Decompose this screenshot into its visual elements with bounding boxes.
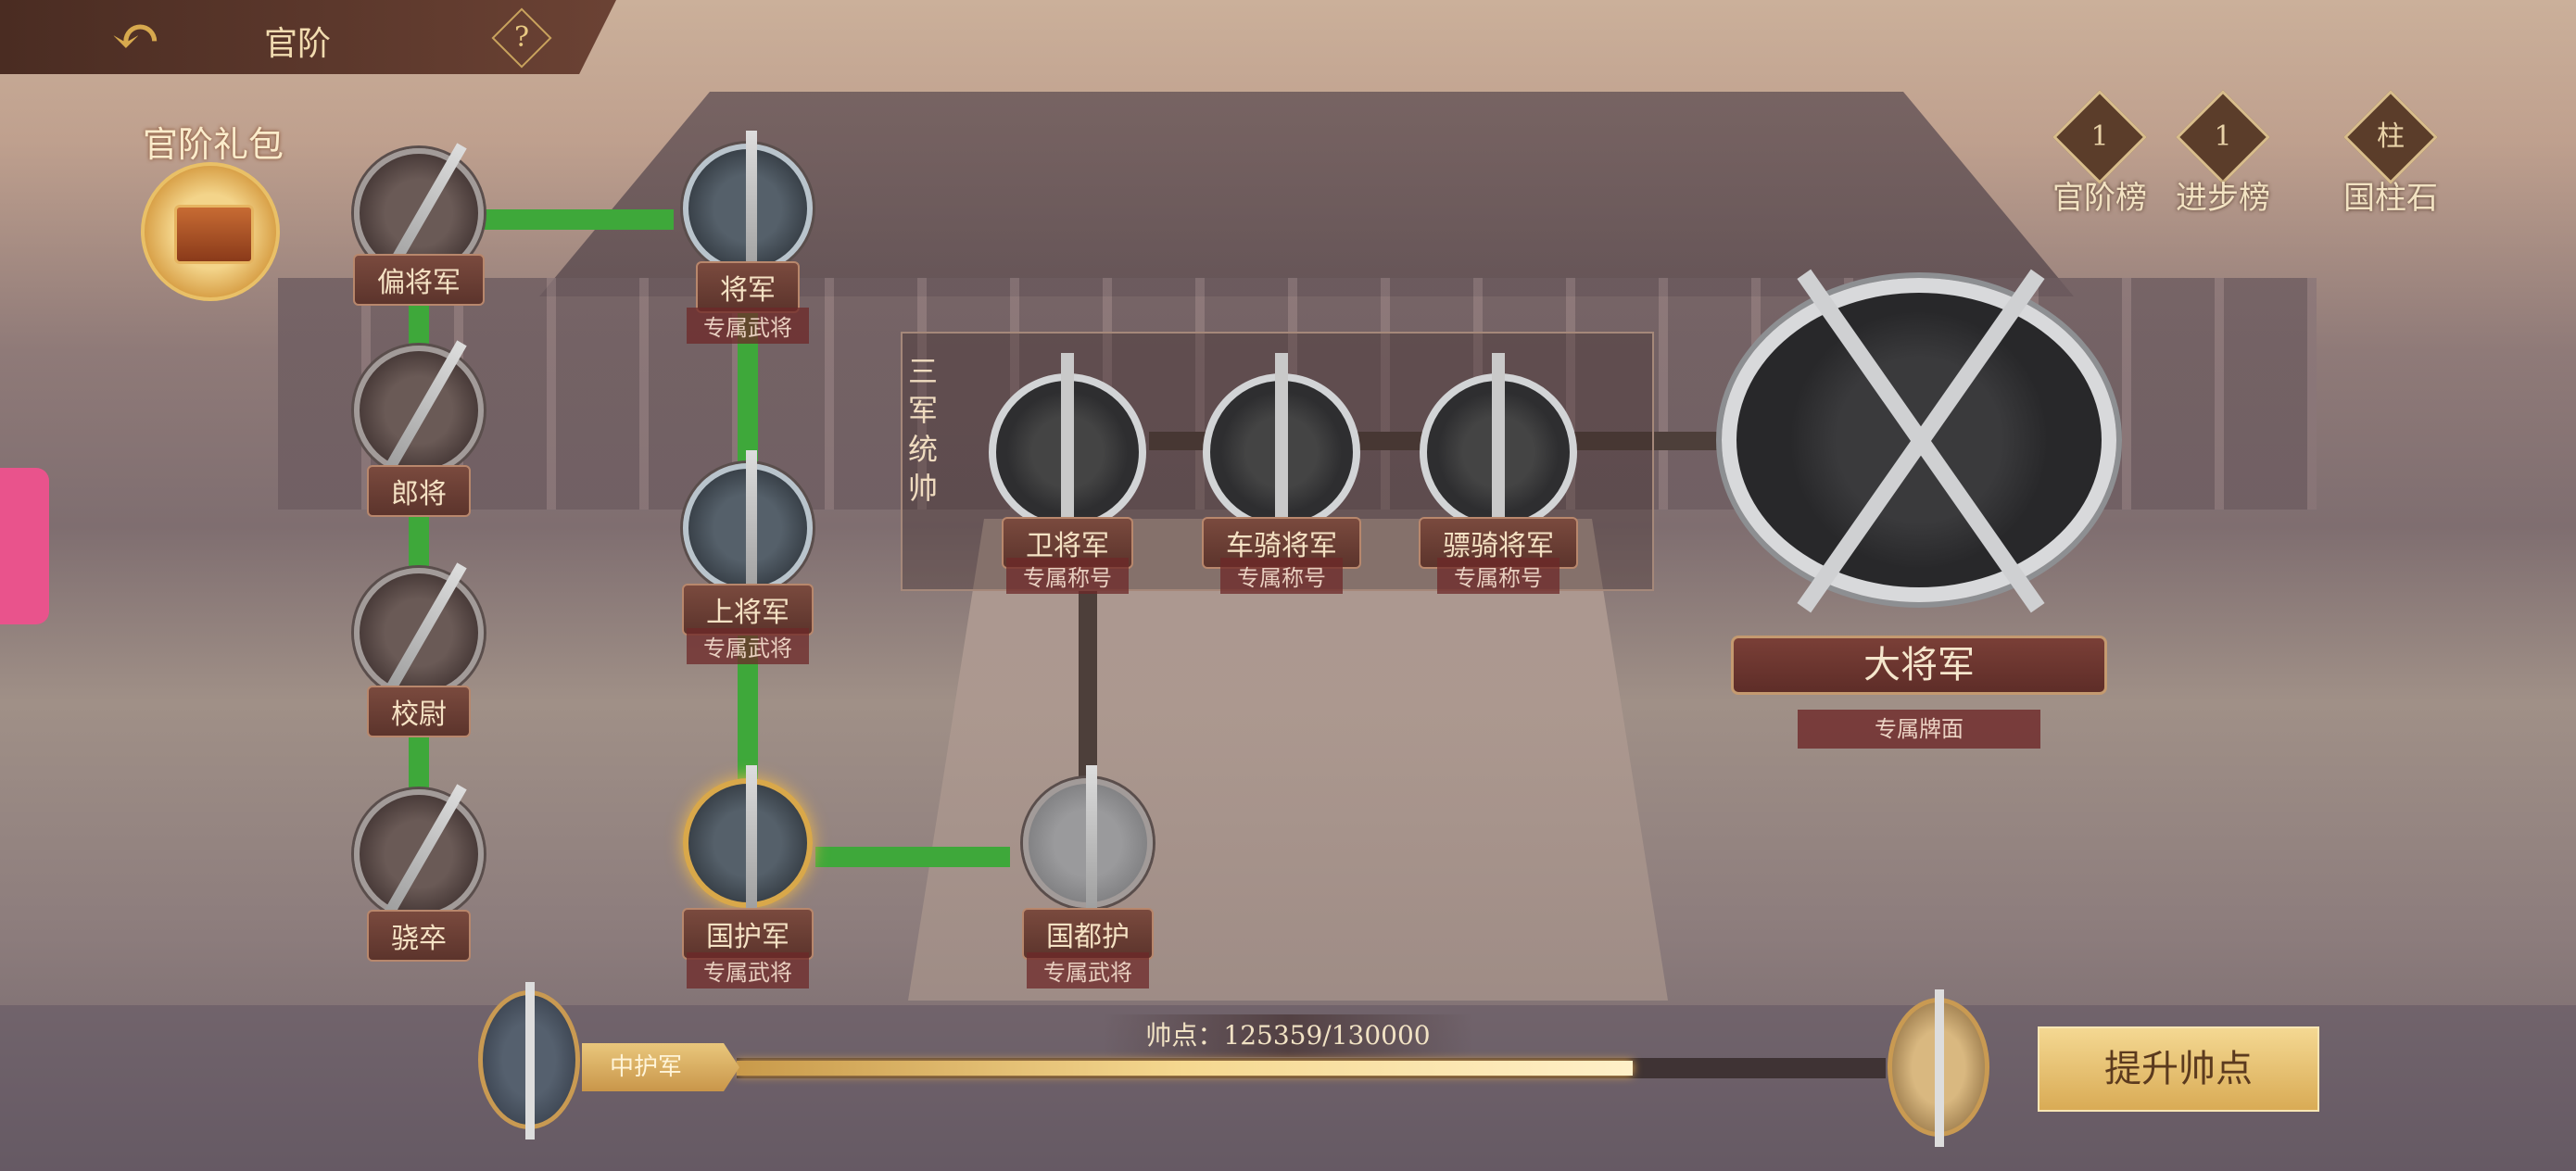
rank-label: 国护军 [682,908,814,960]
sanjun-title: 三军统帅 [908,354,939,506]
da-jiangjun-label: 大将军 [1731,636,2107,695]
path-done [815,847,1010,867]
progress-fill [737,1061,1634,1076]
rank-label: 偏将军 [353,254,485,306]
rank-node-shang-jiangjun[interactable] [683,450,813,608]
help-icon: ? [513,21,530,54]
gift-title: 官阶礼包 [142,124,284,165]
rank-sub: 专属武将 [1027,952,1149,988]
back-arrow-icon[interactable]: ↶ [111,3,161,71]
points-text: 帅点：125359/130000 [1103,1014,1473,1057]
rank-label: 骁卒 [367,910,471,962]
pillar-stone-button[interactable]: 柱 [2343,90,2438,184]
rank-node-jiangjun[interactable] [683,131,813,288]
rank-leaderboard-label: 官阶榜 [2052,180,2147,217]
rank-label: 将军 [696,261,800,313]
halberd-icon [378,340,467,483]
pillar-stone-icon: 柱 [2377,120,2405,153]
rank-label: 国都护 [1022,908,1154,960]
rank-node-xiaozu[interactable] [354,784,484,926]
rank-sub: 专属武将 [687,952,809,988]
progress-bar [737,1058,1886,1078]
da-jiangjun-sub: 专属牌面 [1798,710,2040,749]
progress-leaderboard-button[interactable]: 1 [2176,90,2270,184]
path-done [485,209,674,230]
current-rank-emblem [478,982,580,1140]
rank-node-cheqi-jiangjun[interactable] [1203,353,1360,548]
rank-sub: 专属称号 [1437,558,1559,594]
sword-icon [1086,765,1097,923]
rank-node-wei-jiangjun[interactable] [989,353,1146,548]
path-locked [1079,591,1097,776]
sword-icon [746,765,757,923]
rank-label: 上将军 [682,584,814,636]
rank-node-guohujun[interactable] [683,765,813,923]
top-bar [0,0,616,74]
rank-sub: 专属武将 [687,308,809,344]
rank-node-da-jiangjun[interactable] [1722,278,2116,602]
rank-sub: 专属称号 [1220,558,1343,594]
rank-leaderboard-button[interactable]: 1 [2052,90,2147,184]
rank-sub: 专属武将 [687,628,809,664]
current-rank-label: 中护军 [582,1043,739,1091]
saber-icon [378,562,467,705]
rank-node-guoduhu[interactable] [1023,765,1153,923]
progress-leaderboard-icon: 1 [2214,120,2232,153]
progress-leaderboard-label: 进步榜 [2176,180,2270,217]
gift-button[interactable] [141,162,280,301]
rank-label: 郎将 [367,465,471,517]
crossed-swords-icon [746,450,757,608]
rank-sub: 专属称号 [1006,558,1129,594]
upgrade-points-button[interactable]: 提升帅点 [2038,1026,2319,1112]
sword-icon [746,131,757,288]
pillar-stone-label: 国柱石 [2343,180,2438,217]
rank-node-xiaowei[interactable] [354,562,484,705]
next-rank-emblem [1888,989,1989,1147]
rank-node-langjiang[interactable] [354,340,484,483]
rank-node-piaoqi-jiangjun[interactable] [1420,353,1577,548]
treasure-chest-icon [174,205,254,264]
rank-label: 校尉 [367,686,471,737]
crossbow-icon [378,784,467,926]
side-tab[interactable] [0,468,49,624]
page-title: 官阶 [264,25,332,63]
rank-leaderboard-icon: 1 [2090,120,2109,153]
